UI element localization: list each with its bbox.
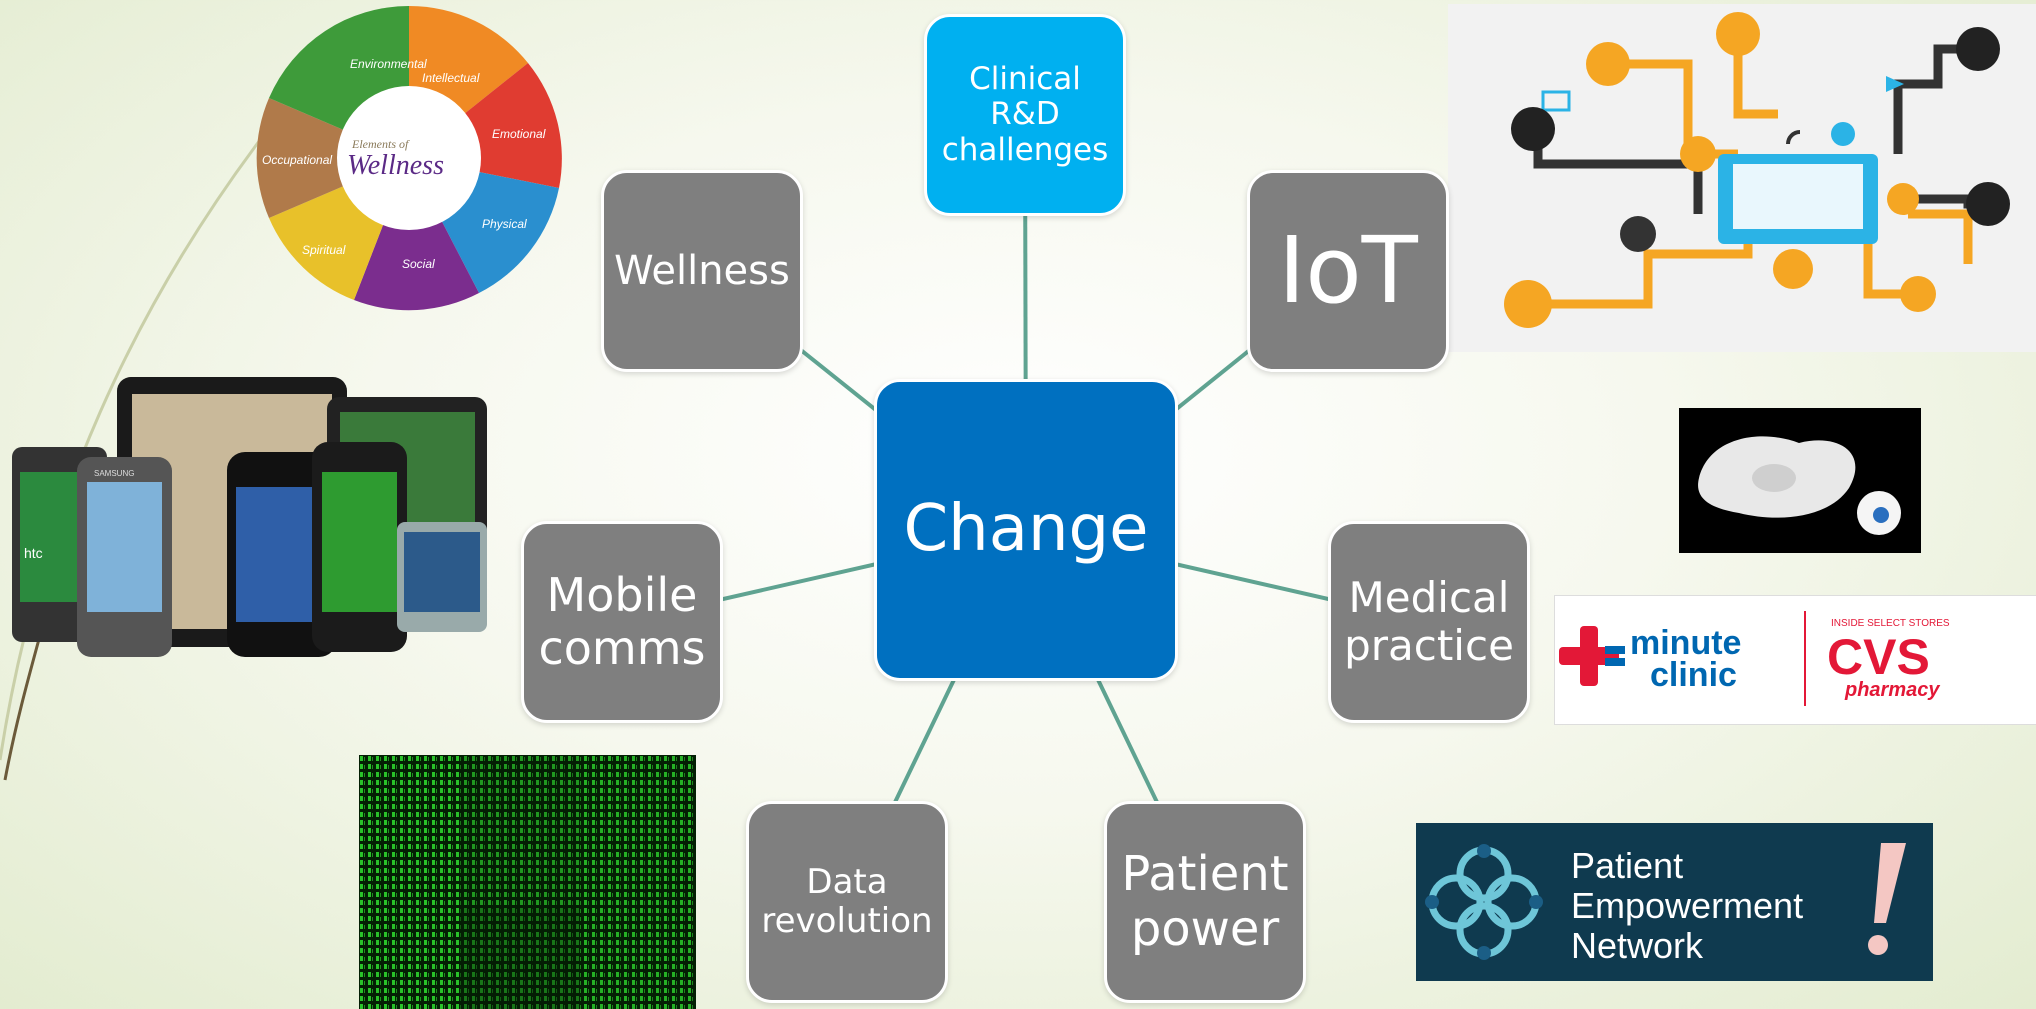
mobile-icon — [1773, 249, 1813, 289]
pharmacy-text: pharmacy — [1844, 679, 1940, 701]
arrow-icon — [1886, 76, 1904, 92]
htc-brand-label: htc — [24, 545, 43, 561]
iot-network-image — [1448, 4, 2036, 352]
monitor-icon — [1716, 12, 1760, 56]
node-iot-label: IoT — [1278, 217, 1418, 325]
wellness-center-caption: Elements of — [351, 137, 410, 151]
node-iot[interactable]: IoT — [1247, 170, 1449, 372]
segment-physical: Physical — [482, 217, 527, 231]
segment-spiritual: Spiritual — [302, 243, 346, 257]
segment-intellectual: Intellectual — [422, 71, 480, 85]
robot-arm-icon — [1511, 107, 1555, 151]
segment-occupational: Occupational — [262, 153, 332, 167]
wellness-wheel-image: Environmental Intellectual Emotional Phy… — [252, 2, 567, 314]
inside-select-stores-text: INSIDE SELECT STORES — [1831, 618, 1950, 629]
wifi-icon — [1786, 130, 1801, 145]
node-wellness[interactable]: Wellness — [601, 170, 803, 372]
tv-icon — [1504, 280, 1552, 328]
location-pin-icon — [1831, 122, 1855, 146]
phone-icon — [1586, 42, 1630, 86]
wellness-center-title: Wellness — [347, 150, 444, 181]
node-medical-label: Medical practice — [1344, 572, 1514, 670]
hub-label: Change — [903, 492, 1149, 567]
printer-icon — [1680, 136, 1716, 172]
samsung-brand-label: SAMSUNG — [94, 469, 134, 478]
mobile-devices-image: htc SAMSUNG — [12, 372, 492, 662]
node-mobile-comms[interactable]: Mobile comms — [521, 521, 723, 723]
minute-text: minute — [1630, 624, 1741, 662]
minute-clinic-logo: minute clinic INSIDE SELECT STORES CVS p… — [1554, 595, 2036, 725]
pen-line-empowerment: Empowerment — [1571, 885, 1803, 926]
pen-logo: Patient Empowerment Network — [1416, 823, 1933, 981]
node-data-revolution[interactable]: Data revolution — [746, 801, 948, 1003]
node-mobile-label: Mobile comms — [538, 568, 706, 675]
segment-emotional: Emotional — [492, 127, 546, 141]
camera-icon — [1887, 183, 1919, 215]
node-medical-practice[interactable]: Medical practice — [1328, 521, 1530, 723]
node-wellness-label: Wellness — [614, 248, 790, 294]
lamp-icon — [1966, 182, 2010, 226]
bottle-icon — [1900, 276, 1936, 312]
wearable-patch-image — [1679, 408, 1921, 553]
appliance-icon — [1956, 27, 2000, 71]
node-data-label: Data revolution — [761, 861, 933, 941]
binary-data-image — [359, 755, 696, 1009]
hub-change[interactable]: Change — [874, 379, 1178, 681]
globe-icon — [1620, 216, 1656, 252]
pen-line-patient: Patient — [1571, 845, 1683, 886]
node-patient-label: Patient power — [1121, 845, 1289, 957]
clinic-text: clinic — [1650, 656, 1737, 694]
segment-environmental: Environmental — [350, 57, 427, 71]
node-clinical-rd-challenges[interactable]: Clinical R&D challenges — [924, 14, 1126, 216]
node-patient-power[interactable]: Patient power — [1104, 801, 1306, 1003]
mail-icon — [1541, 90, 1571, 112]
pen-line-network: Network — [1571, 925, 1704, 966]
cvs-text: CVS — [1827, 629, 1930, 685]
node-clinical-label: Clinical R&D challenges — [941, 60, 1109, 168]
segment-social: Social — [402, 257, 435, 271]
